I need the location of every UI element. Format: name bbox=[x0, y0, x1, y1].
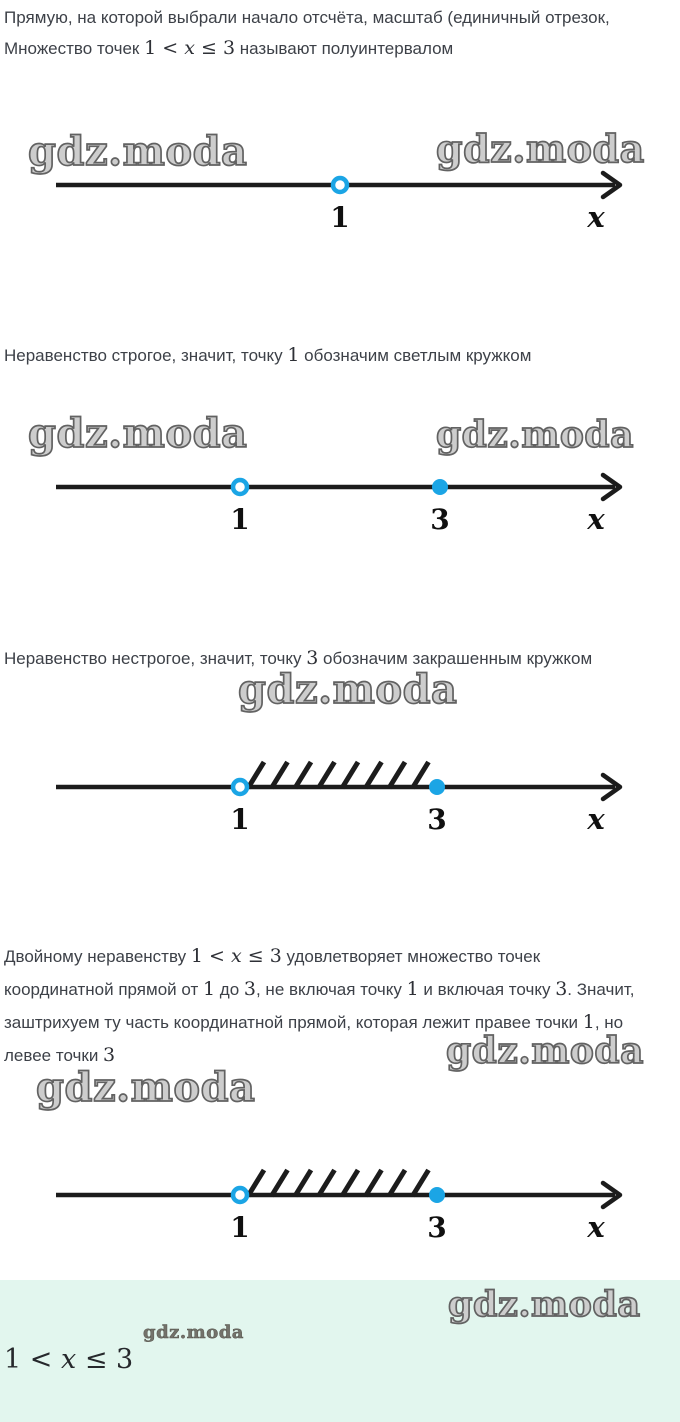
point-label: 1 bbox=[230, 1211, 249, 1244]
point-open-1 bbox=[230, 777, 250, 797]
watermark-gdz-moda: gdz.moda bbox=[435, 413, 634, 457]
axis-variable-label: x bbox=[586, 502, 605, 536]
watermark-gdz-moda: gdz.moda bbox=[435, 125, 645, 172]
hatch-stroke bbox=[245, 760, 267, 790]
number-line-diagram-2: 1 3 x bbox=[56, 472, 623, 536]
axis-variable-label: x bbox=[586, 1210, 605, 1244]
paragraph-line: координатной прямой от 1 до 3, не включа… bbox=[4, 978, 635, 1000]
paragraph-line: Прямую, на которой выбрали начало отсчёт… bbox=[4, 8, 610, 27]
paragraph-line: Неравенство строгое, значит, точку 1 обо… bbox=[4, 344, 532, 366]
paragraph-strict-inequality: Неравенство строгое, значит, точку 1 обо… bbox=[4, 340, 676, 371]
paragraph-line: Множество точек 1 < x ≤ 3 называют полуи… bbox=[4, 37, 454, 59]
point-open-1 bbox=[330, 175, 350, 195]
hatch-stroke bbox=[386, 760, 408, 790]
number-line-diagram-3: 1 3 x bbox=[56, 760, 623, 836]
point-label: 3 bbox=[427, 1211, 446, 1244]
hatch-stroke bbox=[410, 760, 431, 790]
paragraph-nonstrict-inequality: Неравенство нестрогое, значит, точку 3 о… bbox=[4, 643, 676, 674]
paragraph-conclusion: Двойному неравенству 1 < x ≤ 3 удовлетво… bbox=[4, 940, 676, 1072]
hatch-stroke bbox=[386, 1168, 408, 1198]
hatch-stroke bbox=[339, 760, 361, 790]
hatch-stroke bbox=[316, 760, 337, 790]
arrowhead-icon bbox=[600, 170, 623, 200]
point-filled-3 bbox=[432, 479, 448, 495]
hatch-stroke bbox=[410, 1168, 431, 1198]
number-line-diagram-4: 1 3 x bbox=[56, 1168, 623, 1244]
answer-panel bbox=[0, 1280, 680, 1422]
watermark-gdz-moda: gdz.moda bbox=[237, 665, 458, 714]
answer-formula: 1 < x ≤ 3 bbox=[4, 1344, 134, 1375]
point-label: 1 bbox=[230, 503, 249, 536]
point-label: 1 bbox=[330, 201, 349, 234]
point-open-1 bbox=[230, 1185, 250, 1205]
point-filled-3 bbox=[429, 1187, 445, 1203]
watermark-gdz-moda: gdz.moda bbox=[27, 409, 248, 458]
hatch-stroke bbox=[363, 1168, 384, 1198]
hatch-stroke bbox=[245, 1168, 267, 1198]
hatch-stroke bbox=[292, 760, 314, 790]
hatch-stroke bbox=[316, 1168, 337, 1198]
paragraph-line: левее точки 3 bbox=[4, 1044, 116, 1066]
point-open-1 bbox=[230, 477, 250, 497]
watermark-gdz-moda: gdz.moda bbox=[35, 1063, 256, 1112]
paragraph-intro: Прямую, на которой выбрали начало отсчёт… bbox=[4, 2, 676, 64]
hatch-stroke bbox=[269, 1168, 290, 1198]
point-filled-3 bbox=[429, 779, 445, 795]
hatch-stroke bbox=[292, 1168, 314, 1198]
axis-variable-label: x bbox=[586, 802, 605, 836]
point-label: 3 bbox=[427, 803, 446, 836]
watermark-gdz-moda-small: gdz.moda bbox=[143, 1322, 244, 1344]
hatch-stroke bbox=[363, 760, 384, 790]
point-label: 3 bbox=[430, 503, 449, 536]
hatch-stroke bbox=[339, 1168, 361, 1198]
watermark-gdz-moda: gdz.moda bbox=[447, 1283, 641, 1326]
axis-variable-label: x bbox=[586, 200, 605, 234]
hatch-stroke bbox=[269, 760, 290, 790]
point-label: 1 bbox=[230, 803, 249, 836]
arrowhead-icon bbox=[600, 772, 623, 802]
arrowhead-icon bbox=[600, 1180, 623, 1210]
paragraph-line: заштрихуем ту часть координатной прямой,… bbox=[4, 1011, 624, 1033]
paragraph-line: Неравенство нестрогое, значит, точку 3 о… bbox=[4, 647, 593, 669]
watermark-gdz-moda: gdz.moda bbox=[445, 1029, 644, 1073]
paragraph-line: Двойному неравенству 1 < x ≤ 3 удовлетво… bbox=[4, 945, 541, 967]
arrowhead-icon bbox=[600, 472, 623, 502]
watermark-gdz-moda: gdz.moda bbox=[27, 127, 248, 176]
